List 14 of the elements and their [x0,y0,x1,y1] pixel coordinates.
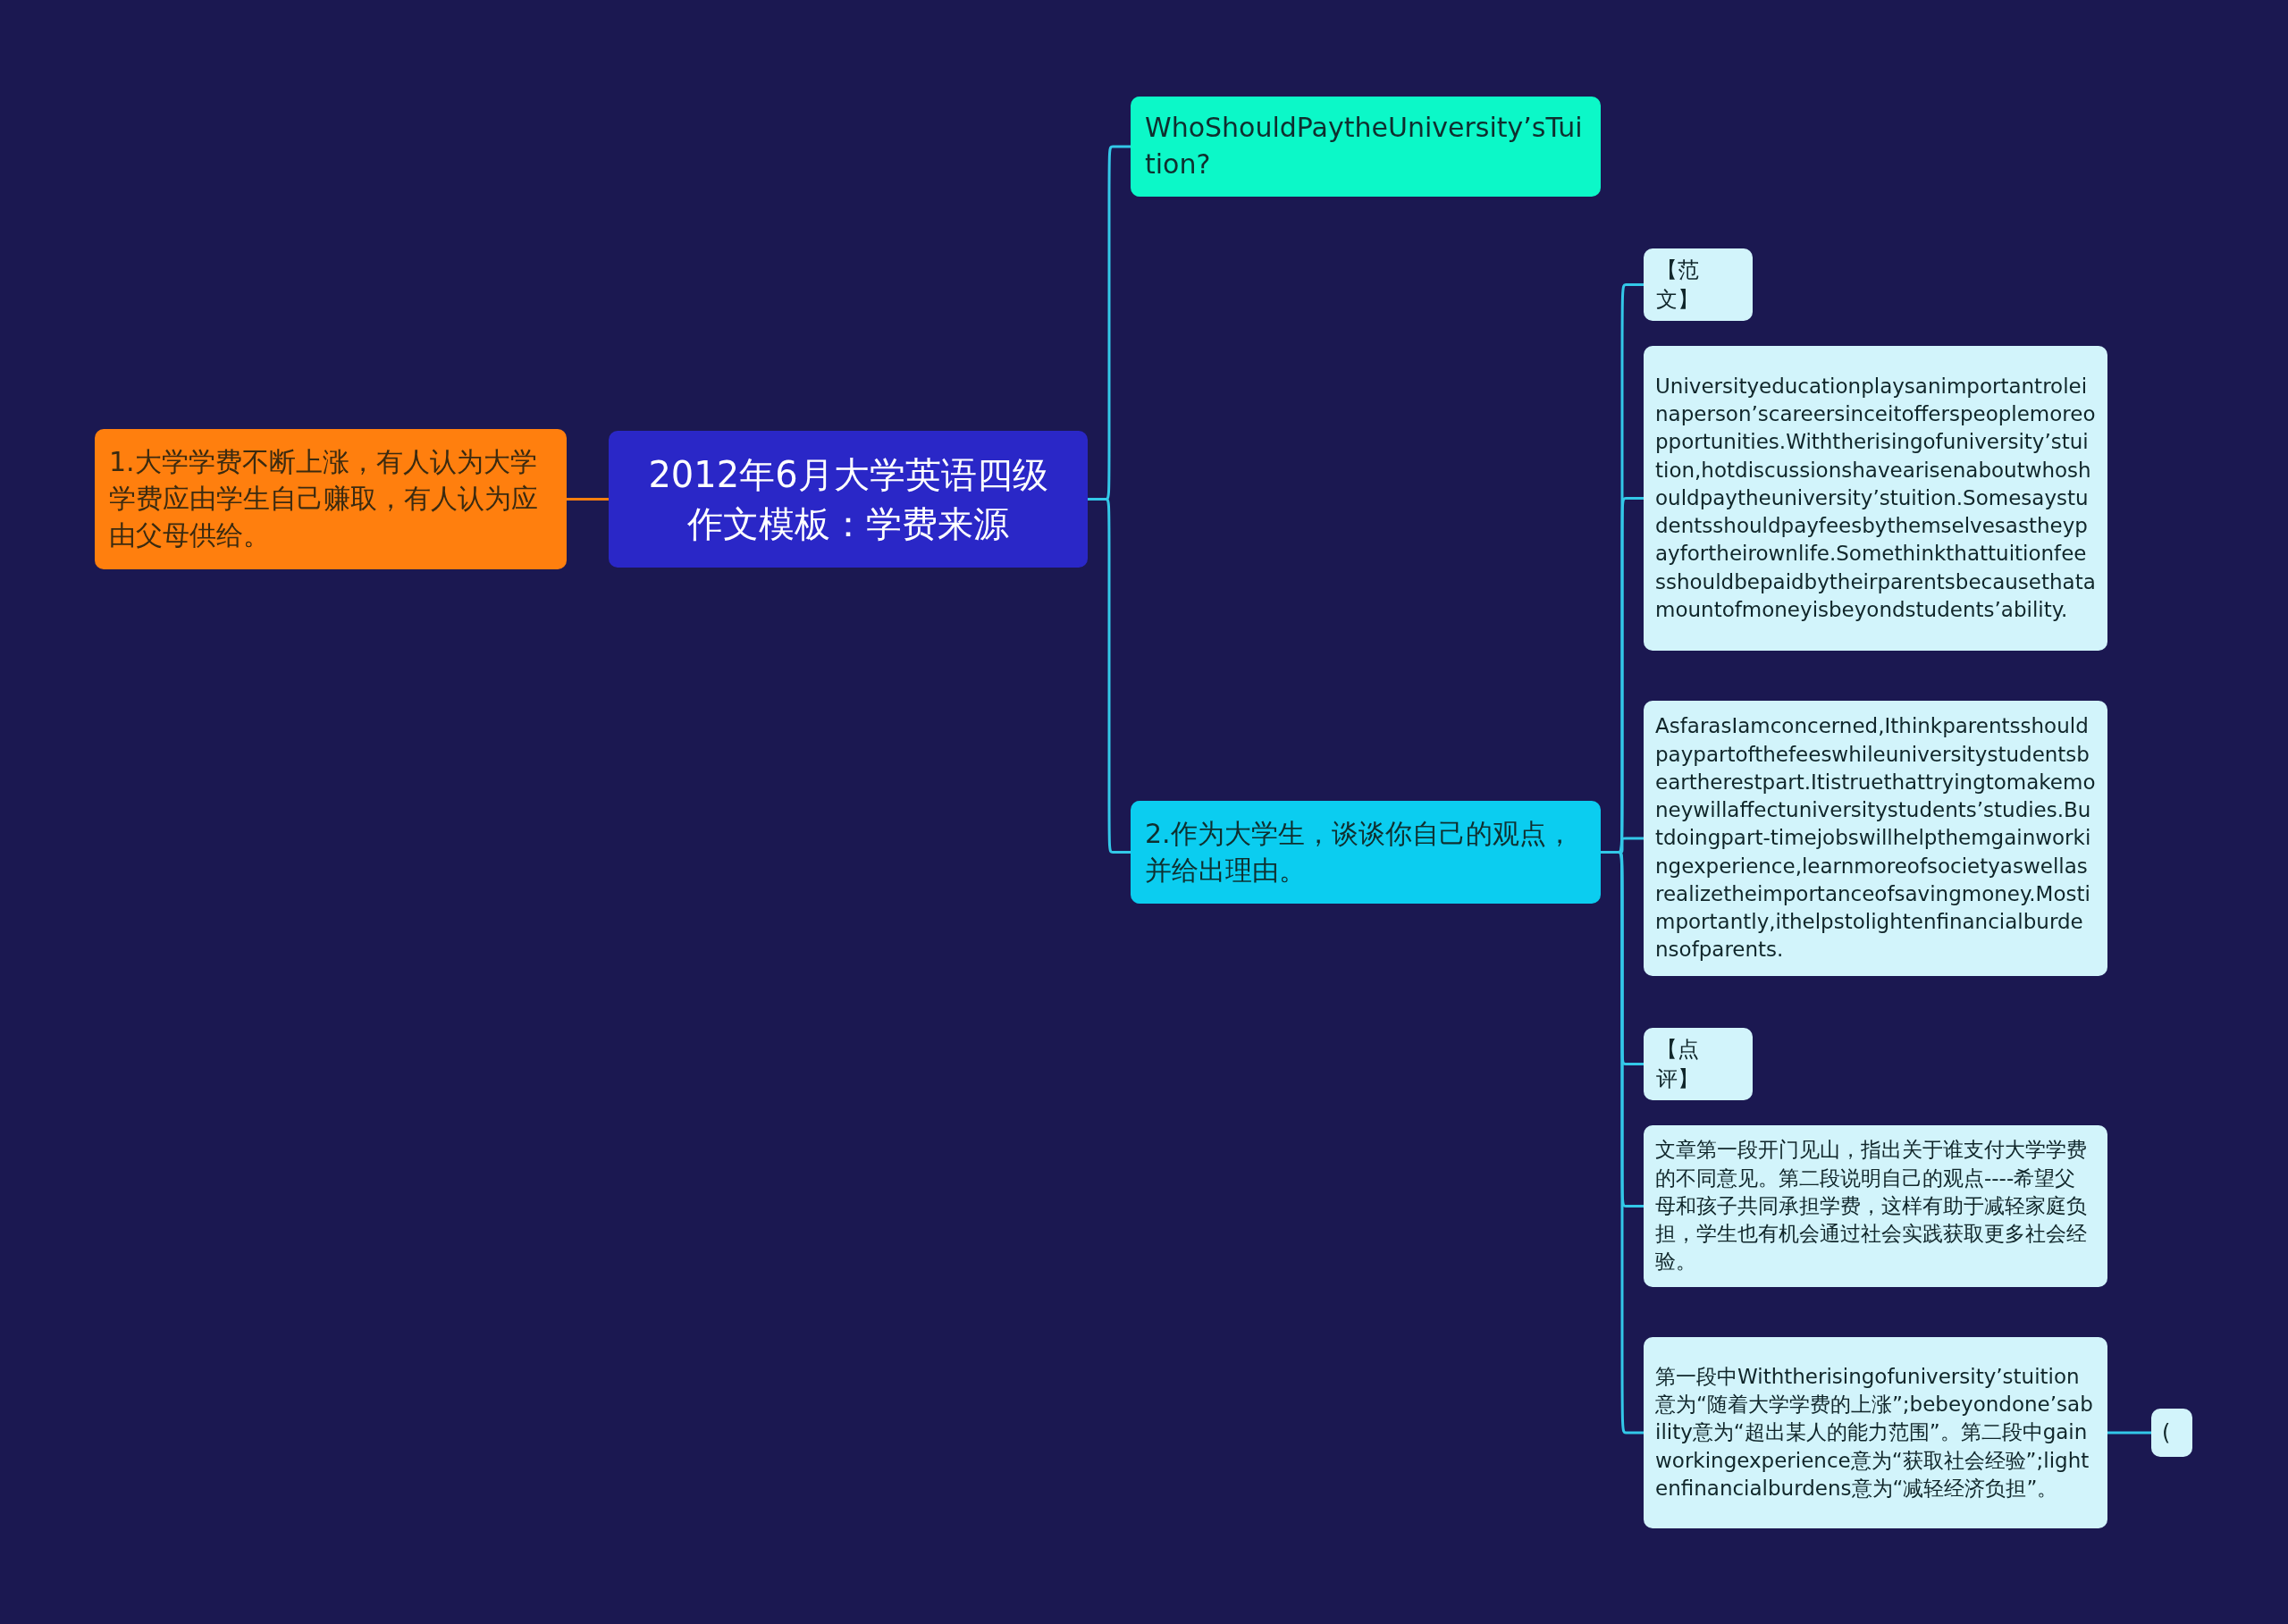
topic-box: 1.大学学费不断上涨，有人认为大学学费应由学生自己赚取，有人认为应由父母供给。 [95,429,567,569]
text-box: ( [2151,1409,2192,1457]
heading-box: 【点评】 [1644,1028,1753,1101]
heading-box: 【范文】 [1644,248,1753,322]
connector [567,498,609,501]
connector [1088,498,1131,854]
text-box: 文章第一段开门见山，指出关于谁支付大学学费的不同意见。第二段说明自己的观点----希望父母和孩子共同承担学费，这样有助于减轻家庭负担，学生也有机会通过社会实践获取更多社会经验。 [1644,1125,2107,1287]
text-box: AsfarasIamconcerned,Ithinkparentsshouldpaypartofthefeeswhileuniversitystudentsbeartherestpart.Itistruethattryingtomakemoneywillaffectuniversitystudents’studies.Butdoingpart-timejobswillhelpthemgainworkingexperience,learnmoreofsocietyaswellasrealizetheimportanceofsavingmoney.Mostimportantly,ithelpstolightenfinancialburdensofparents. [1644,701,2107,976]
topic-box: WhoShouldPaytheUniversity’sTuition? [1131,97,1601,197]
central-topic-box: 2012年6月大学英语四级作文模板：学费来源 [609,431,1088,568]
text-box: 第一段中Withtherisingofuniversity’stuition意为“随着大学学费的上涨”;bebeyondone’sability意为“超出某人的能力范围”。第二段中gainworkingexperience意为“获取社会经验”;lightenfinancialburdens意为“减轻经济负担”。 [1644,1337,2107,1528]
topic-box: 2.作为大学生，谈谈你自己的观点，并给出理由。 [1131,801,1601,904]
connector [2107,1431,2151,1435]
text-box: Universityeducationplaysanimportantroleinaperson’scareersinceitofferspeoplemoreopportunities.Withtherisingofuniversity’stuition,hotdiscussionshavearisenaboutwhoshouldpaytheuniversity’stuition.Somesaystudentsshouldpayfeesbythemselvesastheypayfortheirownlife.Somethinkthattuitionfeesshouldbepaidbytheirparentsbecausethatamountofmoneyisbeyondstudents’ability. [1644,346,2107,651]
